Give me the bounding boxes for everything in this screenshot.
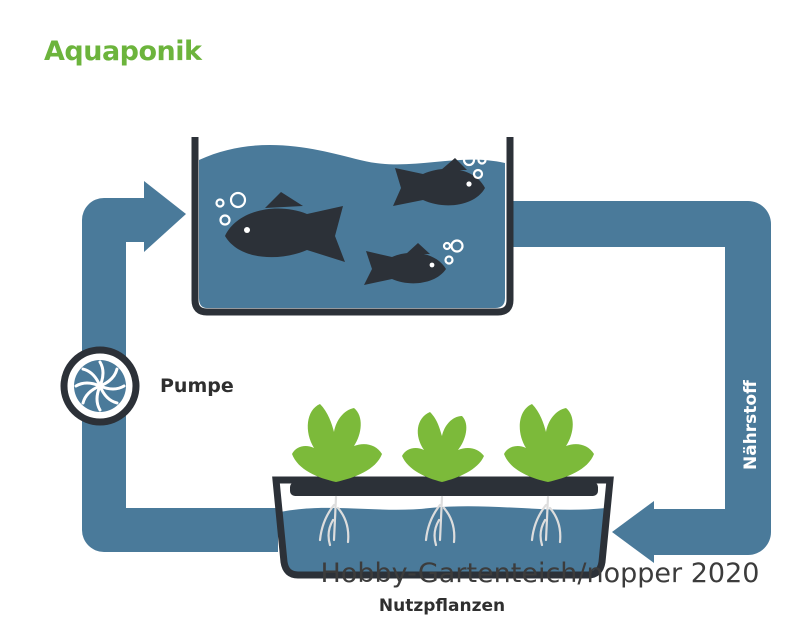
plant-icon	[292, 404, 382, 482]
fish-icon	[393, 158, 485, 206]
plants-label: Nutzpflanzen	[379, 596, 505, 616]
roots-icon	[318, 495, 562, 547]
bubbles-icon	[215, 153, 487, 265]
diagram-title: Aquaponik	[44, 36, 202, 67]
plant-icon	[402, 412, 484, 482]
tank-outline	[191, 137, 514, 316]
growbed-outline	[272, 476, 614, 579]
fish-tank	[191, 137, 514, 316]
pump-icon	[60, 346, 140, 426]
nutrient-arrow-head	[612, 501, 654, 563]
fish-icon	[364, 243, 446, 285]
plant-icon	[504, 404, 594, 482]
growbed-water	[280, 506, 606, 572]
fish-icon	[225, 192, 345, 262]
nutrient-label: Nährstoff	[741, 380, 761, 470]
nutrient-pipe	[510, 201, 771, 555]
pump-label: Pumpe	[160, 375, 234, 397]
growbed-raft	[290, 482, 598, 496]
return-arrow-head	[144, 181, 186, 252]
watermark-text: Hobby-Gartenteich/nopper 2020	[321, 558, 760, 589]
grow-bed	[272, 404, 614, 579]
